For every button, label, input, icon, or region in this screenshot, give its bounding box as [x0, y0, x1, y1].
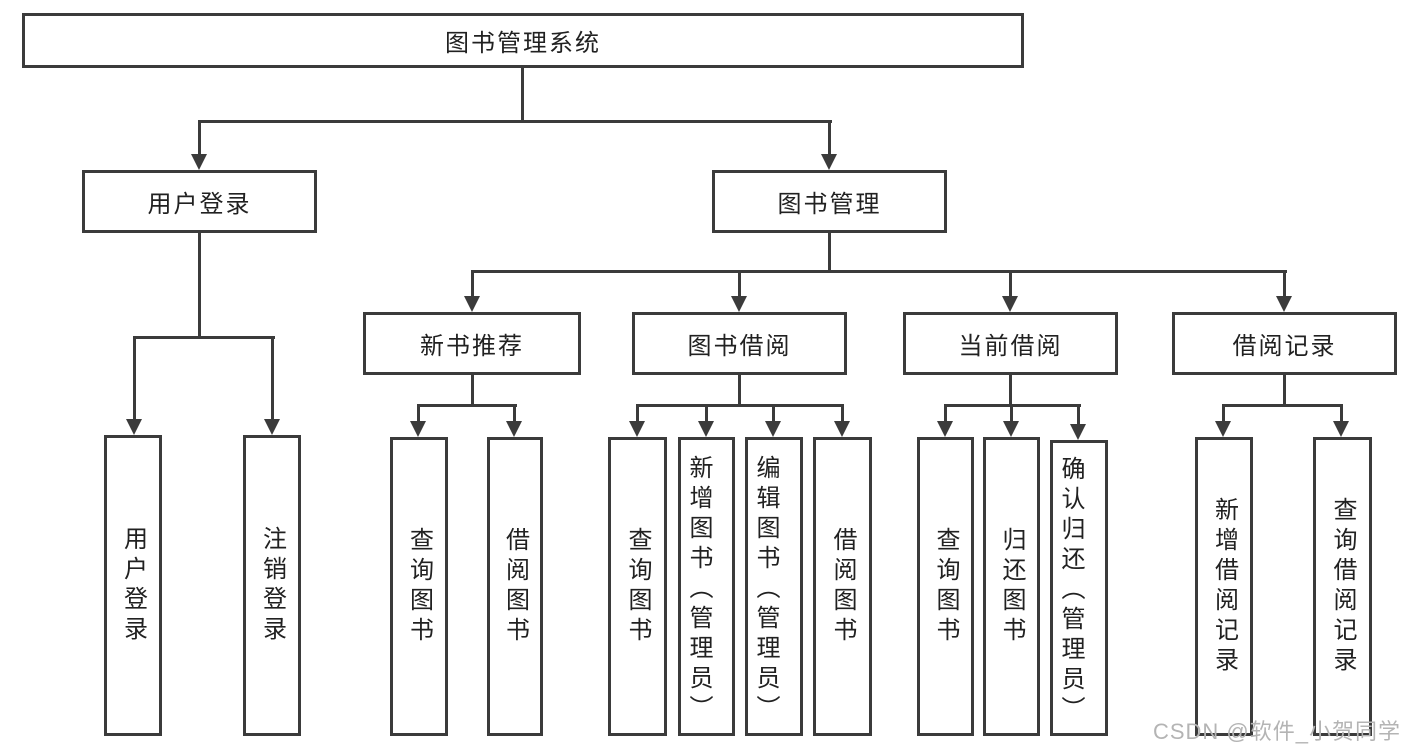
leaf-borrow-books-1-label: 借阅图书 — [501, 526, 529, 647]
connector-level2-branch — [198, 120, 832, 123]
arrow-down-icon — [765, 421, 781, 437]
leaf-borrow-books-2: 借阅图书 — [813, 437, 872, 736]
node-user-login-label: 用户登录 — [147, 191, 252, 218]
leaf-borrow-books-2-label: 借阅图书 — [829, 526, 856, 647]
leaf-logout-label: 注销登录 — [258, 525, 286, 646]
leaf-add-books-admin-label: 新增图书（管理员） — [685, 454, 712, 725]
leaf-add-books-admin: 新增图书（管理员） — [678, 437, 735, 736]
node-borrow: 图书借阅 — [632, 312, 847, 375]
arrow-down-icon — [821, 154, 837, 170]
leaf-user-login-label: 用户登录 — [119, 525, 147, 646]
connector-drop-records — [1283, 273, 1286, 298]
leaf-borrow-books-1: 借阅图书 — [487, 437, 543, 736]
leaf-query-books-1: 查询图书 — [390, 437, 448, 736]
leaf-query-books-3: 查询图书 — [917, 437, 974, 736]
connector-current-stem — [1009, 375, 1012, 407]
connector-drop-b1 — [417, 407, 420, 422]
connector-drop-c1 — [636, 407, 639, 422]
connector-drop-book-mgmt — [828, 123, 831, 155]
connector-drop-d1 — [944, 407, 947, 422]
leaf-query-books-2-label: 查询图书 — [624, 526, 651, 647]
arrow-down-icon — [731, 296, 747, 312]
arrow-down-icon — [1276, 296, 1292, 312]
node-records: 借阅记录 — [1172, 312, 1397, 375]
connector-groupD-branch — [944, 404, 1081, 407]
arrow-down-icon — [506, 421, 522, 437]
connector-root-stem — [521, 68, 524, 123]
arrow-down-icon — [126, 419, 142, 435]
connector-drop-d3 — [1077, 407, 1080, 425]
leaf-edit-books-admin-label: 编辑图书（管理员） — [752, 454, 779, 725]
csdn-watermark: CSDN @软件_小贺同学 — [1152, 719, 1401, 744]
node-borrow-label: 图书借阅 — [687, 333, 792, 360]
node-book-mgmt: 图书管理 — [712, 170, 947, 233]
leaf-return-books-label: 归还图书 — [998, 526, 1025, 647]
arrow-down-icon — [1003, 421, 1019, 437]
arrow-down-icon — [1070, 424, 1086, 440]
arrow-down-icon — [834, 421, 850, 437]
connector-groupB-branch — [417, 404, 517, 407]
leaf-add-borrow-record-label: 新增借阅记录 — [1210, 496, 1238, 677]
node-root-label: 图书管理系统 — [445, 30, 601, 57]
node-current-label: 当前借阅 — [958, 333, 1063, 360]
connector-records-stem — [1283, 375, 1286, 407]
connector-drop-a2 — [271, 339, 274, 420]
connector-drop-e1 — [1222, 407, 1225, 422]
connector-drop-borrow — [738, 273, 741, 298]
leaf-return-books: 归还图书 — [983, 437, 1040, 736]
node-user-login: 用户登录 — [82, 170, 317, 233]
node-new-books-label: 新书推荐 — [420, 333, 524, 360]
connector-borrow-stem — [738, 375, 741, 407]
connector-drop-current — [1009, 273, 1012, 298]
node-records-label: 借阅记录 — [1232, 333, 1337, 360]
connector-drop-e2 — [1340, 407, 1343, 422]
connector-drop-b2 — [513, 407, 516, 422]
connector-drop-c2 — [705, 407, 708, 422]
leaf-query-books-3-label: 查询图书 — [932, 526, 959, 647]
node-root: 图书管理系统 — [22, 13, 1024, 68]
leaf-edit-books-admin: 编辑图书（管理员） — [745, 437, 803, 736]
arrow-down-icon — [1215, 421, 1231, 437]
arrow-down-icon — [937, 421, 953, 437]
node-current: 当前借阅 — [903, 312, 1118, 375]
arrow-down-icon — [1002, 296, 1018, 312]
connector-drop-a1 — [133, 339, 136, 420]
connector-book-mgmt-stem — [828, 233, 831, 273]
arrow-down-icon — [264, 419, 280, 435]
node-new-books: 新书推荐 — [363, 312, 581, 375]
connector-new-books-stem — [471, 375, 474, 407]
leaf-query-books-1-label: 查询图书 — [405, 526, 433, 647]
connector-drop-d2 — [1010, 407, 1013, 422]
connector-drop-c3 — [772, 407, 775, 422]
leaf-logout: 注销登录 — [243, 435, 301, 736]
connector-drop-new-books — [471, 273, 474, 298]
arrow-down-icon — [629, 421, 645, 437]
arrow-down-icon — [191, 154, 207, 170]
leaf-add-borrow-record: 新增借阅记录 — [1195, 437, 1253, 736]
arrow-down-icon — [1333, 421, 1349, 437]
connector-drop-user-login — [198, 123, 201, 155]
connector-groupC-branch — [636, 404, 844, 407]
leaf-confirm-return-admin: 确认归还（管理员） — [1050, 440, 1108, 736]
connector-level3-branch — [471, 270, 1287, 273]
connector-user-login-stem — [198, 233, 201, 339]
arrow-down-icon — [698, 421, 714, 437]
node-book-mgmt-label: 图书管理 — [777, 191, 882, 218]
connector-drop-c4 — [841, 407, 844, 422]
leaf-user-login: 用户登录 — [104, 435, 162, 736]
leaf-query-books-2: 查询图书 — [608, 437, 667, 736]
leaf-confirm-return-admin-label: 确认归还（管理员） — [1057, 456, 1084, 726]
arrow-down-icon — [410, 421, 426, 437]
arrow-down-icon — [464, 296, 480, 312]
connector-groupE-branch — [1222, 404, 1343, 407]
leaf-query-borrow-record: 查询借阅记录 — [1313, 437, 1372, 736]
connector-groupA-branch — [133, 336, 275, 339]
leaf-query-borrow-record-label: 查询借阅记录 — [1329, 496, 1356, 677]
